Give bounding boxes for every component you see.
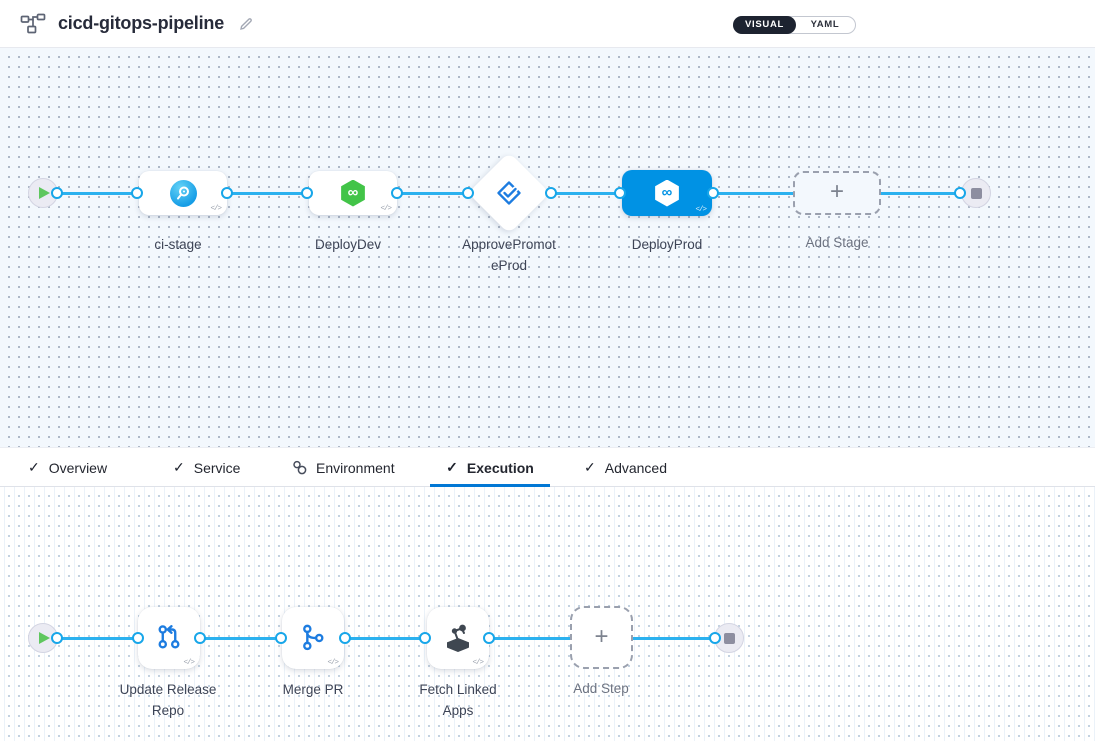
cd-hexagon-icon: ∞ [655, 179, 679, 207]
stop-icon [723, 632, 735, 644]
plus-icon: + [829, 178, 844, 205]
linked-apps-icon [441, 621, 475, 655]
step-node-update-release-repo[interactable]: </> [138, 607, 200, 669]
stage-node-deployprod[interactable]: ∞ </> [622, 170, 712, 216]
stage-node-ci-stage[interactable]: </> [139, 171, 227, 215]
connector-point [419, 632, 431, 644]
stage-node-approvepromoteprod[interactable] [467, 151, 551, 235]
tab-service[interactable]: ✓ Service [173, 459, 241, 476]
code-icon: </> [472, 659, 483, 667]
environment-icon [292, 460, 307, 475]
connector-point [301, 187, 313, 199]
check-icon: ✓ [446, 459, 458, 475]
check-icon: ✓ [173, 459, 185, 475]
edit-pencil-icon[interactable] [238, 16, 254, 32]
step-label-fetch-linked-apps: Fetch Linked Apps [419, 682, 497, 718]
step-node-merge-pr[interactable]: </> [282, 607, 344, 669]
connector-point [51, 632, 63, 644]
connector-point [131, 187, 143, 199]
tab-execution[interactable]: ✓ Execution [446, 459, 534, 476]
connector-point [483, 632, 495, 644]
header: cicd-gitops-pipeline VISUAL YAML [0, 0, 1095, 48]
pipeline-start-node[interactable] [28, 178, 58, 208]
stage-node-deploydev[interactable]: ∞ </> [309, 171, 397, 215]
stage-label-ci-stage: ci-stage [154, 237, 202, 252]
page-title: cicd-gitops-pipeline [58, 13, 225, 33]
stage-label-approvepromoteprod: ApprovePromot eProd [462, 237, 556, 273]
stage-config-tabs: ✓ Overview ✓ Service Environment ✓ Execu… [0, 447, 1095, 487]
connector-point [132, 632, 144, 644]
check-icon: ✓ [28, 459, 40, 475]
stage-canvas[interactable]: </> ci-stage ∞ </> DeployDev ApproveProm… [0, 48, 1095, 447]
tab-environment[interactable]: Environment [292, 448, 395, 487]
add-stage-button[interactable]: + [793, 171, 881, 215]
code-icon: </> [380, 205, 391, 213]
selected-tab-underline [430, 484, 550, 487]
connector-point [221, 187, 233, 199]
step-label-merge-pr: Merge PR [282, 682, 344, 697]
play-icon [39, 187, 50, 199]
git-update-icon [152, 621, 186, 655]
check-icon: ✓ [584, 459, 596, 475]
tab-overview[interactable]: ✓ Overview [28, 459, 108, 476]
approval-icon [494, 178, 524, 208]
play-icon [39, 632, 50, 644]
execution-canvas[interactable]: </> Update Release Repo </> Merge PR [0, 487, 1095, 741]
code-icon: </> [183, 659, 194, 667]
code-icon: </> [210, 205, 221, 213]
cd-hexagon-icon: ∞ [341, 179, 365, 207]
step-node-fetch-linked-apps[interactable]: </> [427, 607, 489, 669]
connector-point [545, 187, 557, 199]
add-stage-label: Add Stage [805, 235, 869, 250]
code-icon: </> [695, 206, 706, 214]
toggle-visual[interactable]: VISUAL [733, 16, 796, 34]
connector-point [391, 187, 403, 199]
connector-point [707, 187, 719, 199]
connector-point [462, 187, 474, 199]
code-icon: </> [327, 659, 338, 667]
add-step-label: Add Step [573, 681, 629, 696]
connector-point [339, 632, 351, 644]
plus-icon: + [594, 622, 609, 650]
stop-icon [970, 187, 982, 199]
git-merge-icon [296, 621, 330, 655]
step-label-update-release-repo: Update Release Repo [119, 682, 217, 718]
stage-label-deployprod: DeployProd [631, 237, 703, 252]
toggle-yaml[interactable]: YAML [810, 19, 840, 30]
visual-yaml-toggle: VISUAL YAML [733, 16, 856, 34]
pipeline-end-node[interactable] [961, 178, 991, 208]
step-flow-line [43, 637, 729, 640]
connector-point [709, 632, 721, 644]
tab-advanced[interactable]: ✓ Advanced [584, 459, 668, 476]
connector-point [954, 187, 966, 199]
add-step-button[interactable]: + [570, 606, 633, 669]
connector-point [614, 187, 626, 199]
connector-point [275, 632, 287, 644]
pipeline-graph-icon [20, 13, 46, 35]
ci-build-icon [169, 179, 197, 207]
connector-point [194, 632, 206, 644]
connector-point [51, 187, 63, 199]
stage-label-deploydev: DeployDev [314, 237, 382, 252]
